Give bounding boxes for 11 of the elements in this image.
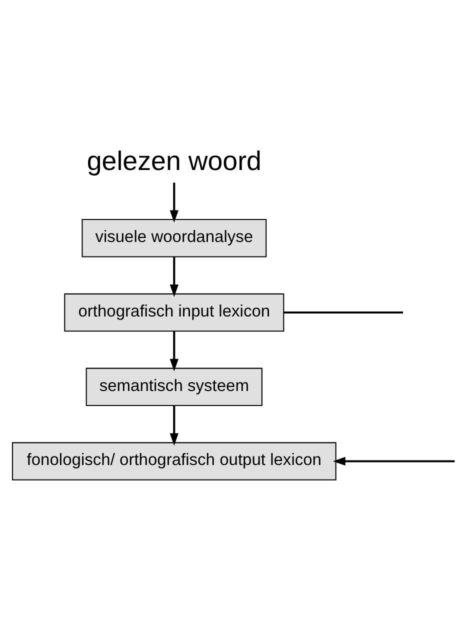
node-box: visuele woordanalyse <box>82 218 267 257</box>
arrow <box>170 256 178 296</box>
node-box: orthografisch input lexicon <box>64 292 284 332</box>
node-box: fonologisch/ orthografisch output lexicon <box>12 442 336 480</box>
arrow <box>170 330 178 371</box>
arrow <box>170 405 178 446</box>
node-text: gelezen woord <box>86 145 262 176</box>
node-box: semantisch systeem <box>86 367 262 406</box>
connector <box>284 310 404 314</box>
arrow <box>170 182 178 222</box>
arrow <box>332 456 455 466</box>
